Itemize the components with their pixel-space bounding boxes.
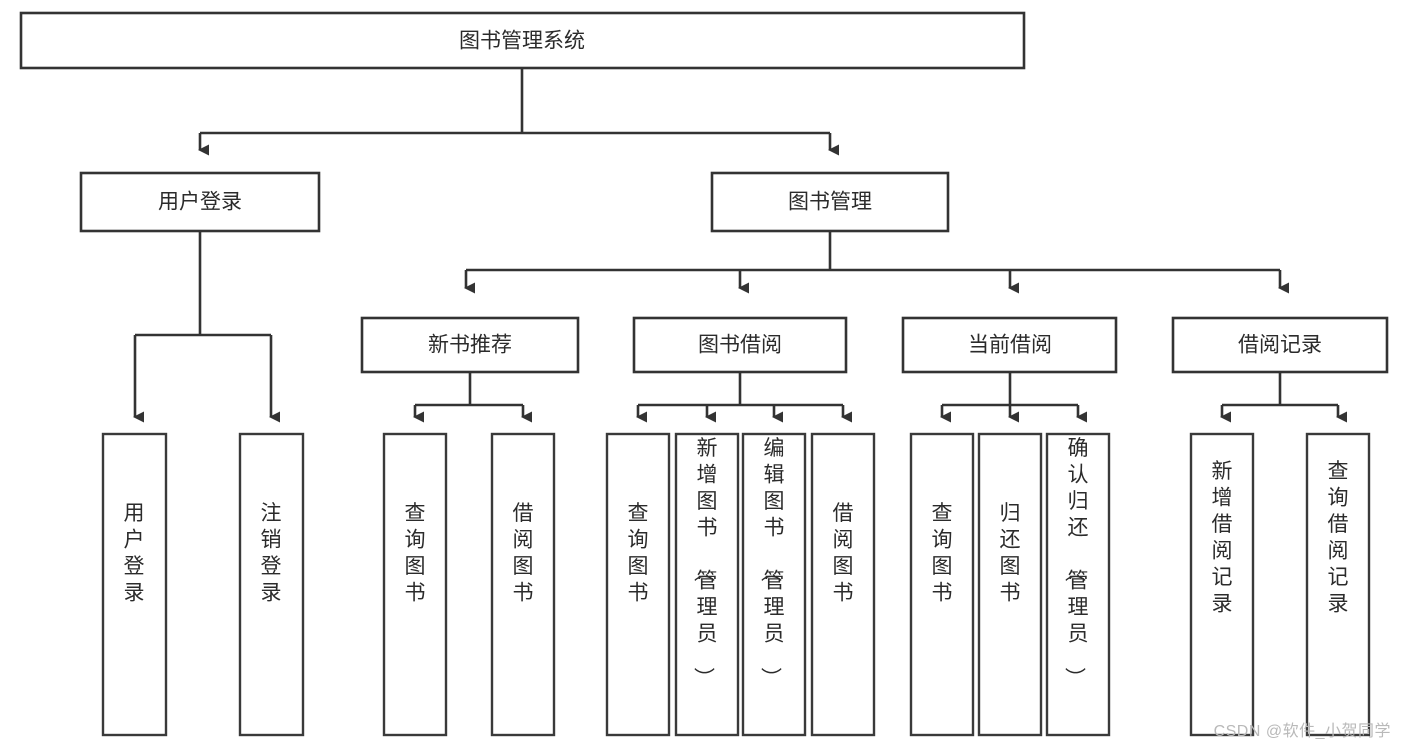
user-login-label: 用户登录: [158, 191, 242, 214]
connector-book-manage-to-level3: [464, 231, 1289, 294]
leaf-query-book-1-label: 查询图书: [405, 502, 426, 605]
leaf-query-book-1-box[interactable]: [382, 432, 448, 737]
leaf-edit-book-label: 编辑图书（管理员）: [759, 437, 785, 688]
current-borrow-box[interactable]: [901, 316, 1118, 374]
leaf-user-login[interactable]: 用户登录: [101, 432, 168, 737]
leaf-add-book-box[interactable]: [674, 432, 740, 737]
leaf-add-record-label: 新增借阅记录: [1212, 460, 1233, 616]
leaf-user-login-label: 用户登录: [124, 502, 145, 605]
leaf-borrow-book-1-box[interactable]: [490, 432, 556, 737]
leaf-add-record-box[interactable]: [1189, 432, 1255, 737]
borrow-record-label: 借阅记录: [1238, 334, 1322, 357]
csdn-watermark: CSDN @软件_小贺同学: [1213, 723, 1391, 740]
leaf-borrow-book-1-label: 借阅图书: [513, 502, 534, 605]
leaf-confirm-return[interactable]: 确认归还（管理员）: [1045, 432, 1111, 737]
connector-user-login-to-leaves: [133, 231, 280, 423]
leaf-add-book[interactable]: 新增图书（管理员）: [674, 432, 740, 737]
leaf-borrow-book-1[interactable]: 借阅图书: [490, 432, 556, 737]
node-current-borrow[interactable]: 当前借阅: [901, 316, 1118, 374]
leaf-logout[interactable]: 注销登录: [238, 432, 305, 737]
leaf-query-record-box[interactable]: [1305, 432, 1371, 737]
leaf-add-record[interactable]: 新增借阅记录: [1189, 432, 1255, 737]
leaf-add-book-label: 新增图书（管理员）: [692, 437, 718, 688]
leaf-return-book-box[interactable]: [977, 432, 1043, 737]
new-book-recommend-box[interactable]: [360, 316, 580, 374]
new-book-recommend-label: 新书推荐: [428, 334, 512, 357]
connector-book-borrow-to-leaves: [636, 372, 852, 423]
leaf-borrow-book-2[interactable]: 借阅图书: [810, 432, 876, 737]
leaf-edit-book-box[interactable]: [741, 432, 807, 737]
current-borrow-label: 当前借阅: [968, 334, 1052, 357]
connector-borrow-record-to-leaves: [1220, 372, 1347, 423]
node-book-manage[interactable]: 图书管理: [710, 171, 950, 233]
leaf-logout-box[interactable]: [238, 432, 305, 737]
leaf-confirm-return-box[interactable]: [1045, 432, 1111, 737]
root-box[interactable]: [19, 11, 1026, 70]
leaf-query-book-3-label: 查询图书: [932, 502, 953, 605]
leaf-return-book[interactable]: 归还图书: [977, 432, 1043, 737]
leaf-borrow-book-2-label: 借阅图书: [833, 502, 854, 605]
leaf-query-record-label: 查询借阅记录: [1328, 460, 1349, 616]
node-new-book-recommend[interactable]: 新书推荐: [360, 316, 580, 374]
connector-new-book-recommend-to-leaves: [413, 372, 532, 423]
leaf-user-login-box[interactable]: [101, 432, 168, 737]
book-borrow-label: 图书借阅: [698, 334, 782, 357]
leaf-return-book-label: 归还图书: [1000, 502, 1021, 605]
root-label: 图书管理系统: [459, 30, 585, 53]
leaf-query-book-3[interactable]: 查询图书: [909, 432, 975, 737]
leaf-borrow-book-2-box[interactable]: [810, 432, 876, 737]
leaf-query-book-3-box[interactable]: [909, 432, 975, 737]
leaf-logout-label: 注销登录: [261, 502, 282, 605]
connector-root-to-level2: [198, 68, 839, 156]
node-borrow-record[interactable]: 借阅记录: [1171, 316, 1389, 374]
leaf-query-book-2-label: 查询图书: [628, 502, 649, 605]
book-manage-label: 图书管理: [788, 191, 872, 214]
connector-current-borrow-to-leaves: [940, 372, 1087, 423]
node-book-borrow[interactable]: 图书借阅: [632, 316, 848, 374]
leaf-confirm-return-label: 确认归还（管理员）: [1063, 437, 1089, 688]
leaf-query-book-2[interactable]: 查询图书: [605, 432, 671, 737]
leaf-edit-book[interactable]: 编辑图书（管理员）: [741, 432, 807, 737]
node-root[interactable]: 图书管理系统: [19, 11, 1026, 70]
leaf-query-book-1[interactable]: 查询图书: [382, 432, 448, 737]
user-login-box[interactable]: [79, 171, 321, 233]
node-user-login[interactable]: 用户登录: [79, 171, 321, 233]
leaf-query-book-2-box[interactable]: [605, 432, 671, 737]
leaf-query-record[interactable]: 查询借阅记录: [1305, 432, 1371, 737]
